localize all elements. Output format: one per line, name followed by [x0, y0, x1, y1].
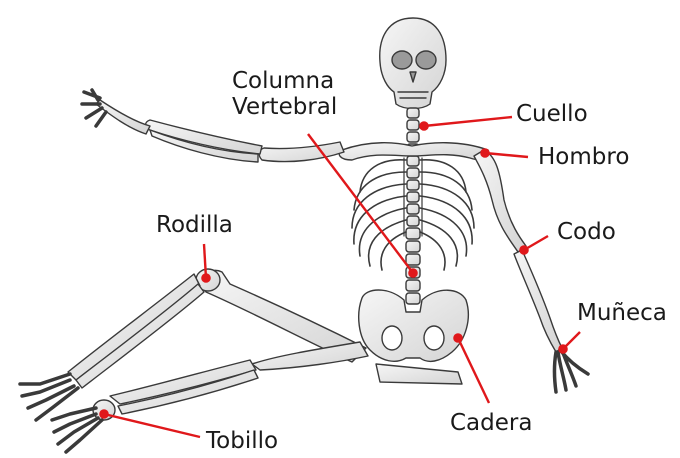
pointer-muneca-dot [559, 345, 566, 352]
pointer-cuello-line [424, 117, 512, 126]
label-columna-line2: Vertebral [232, 94, 337, 120]
lowered-arm [474, 150, 588, 392]
skull [380, 18, 446, 109]
pointer-rodilla-dot [202, 274, 209, 281]
label-codo: Codo [557, 219, 616, 245]
pointer-cadera-line [458, 338, 489, 403]
pointer-cuello-dot [420, 122, 427, 129]
label-cuello: Cuello [516, 101, 588, 127]
label-cadera: Cadera [450, 410, 532, 436]
label-columna-line1: Columna [232, 68, 337, 94]
label-columna-vertebral: Columna Vertebral [232, 68, 337, 120]
pointer-columna-dot [409, 269, 416, 276]
pointer-hombro-dot [481, 149, 488, 156]
label-tobillo: Tobillo [206, 428, 278, 454]
pointer-cadera-dot [454, 334, 461, 341]
label-muneca: Muñeca [577, 300, 667, 326]
label-hombro: Hombro [538, 144, 629, 170]
pointer-tobillo-dot [100, 410, 107, 417]
pointer-tobillo-line [104, 414, 200, 437]
pointer-codo-dot [520, 246, 527, 253]
label-rodilla: Rodilla [156, 212, 233, 238]
